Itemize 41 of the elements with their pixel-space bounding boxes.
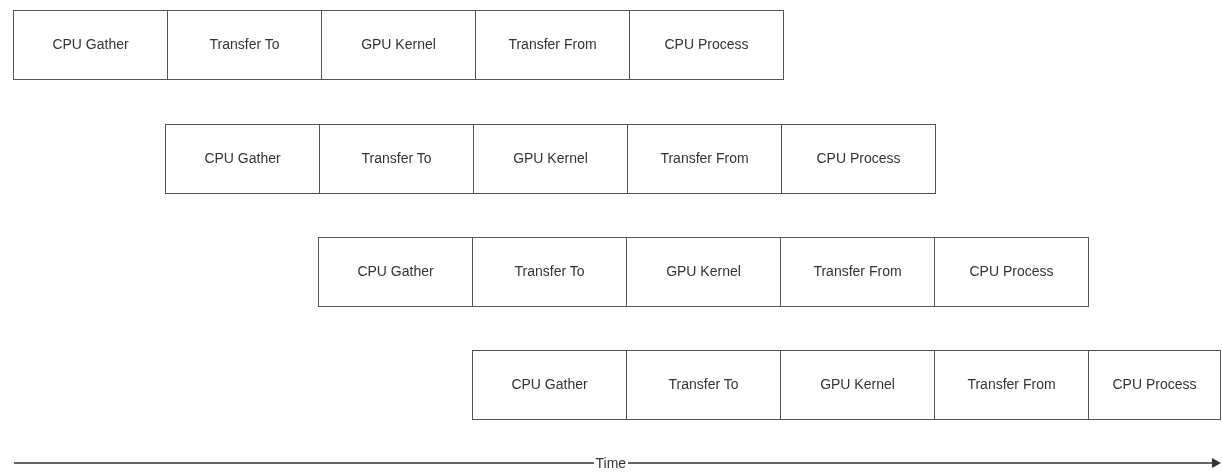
stage-label: CPU Process: [1111, 376, 1198, 394]
axis-label: Time: [593, 455, 629, 471]
stage-label: Transfer To: [360, 150, 433, 168]
stage-box: [629, 10, 784, 80]
stage-label: GPU Kernel: [819, 376, 896, 394]
stage-label: CPU Process: [968, 263, 1055, 281]
stage-box: [934, 237, 1089, 307]
stage-box: [626, 350, 781, 420]
stage-label: Transfer From: [659, 150, 750, 168]
stage-box: [780, 350, 935, 420]
stage-box: [165, 124, 320, 194]
stage-label: CPU Process: [815, 150, 902, 168]
stage-box: [1088, 350, 1221, 420]
stage-box: [472, 350, 627, 420]
stage-label: CPU Gather: [203, 150, 282, 168]
stage-box: [473, 124, 628, 194]
stage-label: CPU Gather: [51, 36, 130, 54]
stage-box: [781, 124, 936, 194]
stage-label: GPU Kernel: [360, 36, 437, 54]
stage-label: Transfer To: [208, 36, 281, 54]
stage-box: [780, 237, 935, 307]
stage-box: [475, 10, 630, 80]
stage-box: [472, 237, 627, 307]
stage-box: [321, 10, 476, 80]
stage-label: CPU Gather: [510, 376, 589, 394]
stage-label: Transfer To: [513, 263, 586, 281]
stage-label: Transfer From: [966, 376, 1057, 394]
stage-box: [319, 124, 474, 194]
stage-box: [626, 237, 781, 307]
stage-label: CPU Process: [663, 36, 750, 54]
stage-label: Transfer From: [507, 36, 598, 54]
stage-box: [13, 10, 168, 80]
stage-label: CPU Gather: [356, 263, 435, 281]
stage-label: GPU Kernel: [512, 150, 589, 168]
stage-label: Transfer To: [667, 376, 740, 394]
stage-box: [627, 124, 782, 194]
stage-label: Transfer From: [812, 263, 903, 281]
stage-box: [934, 350, 1089, 420]
stage-label: GPU Kernel: [665, 263, 742, 281]
stage-box: [318, 237, 473, 307]
stage-box: [167, 10, 322, 80]
